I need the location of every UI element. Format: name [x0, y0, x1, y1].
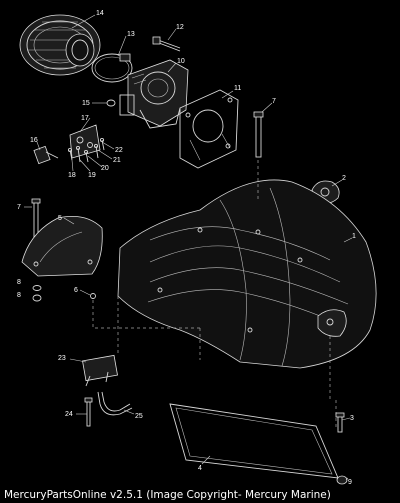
callout-13: 13 [127, 31, 135, 38]
callout-25: 25 [135, 413, 143, 420]
parts-exploded-diagram: 14 12 13 10 11 15 7 17 16 22 21 20 19 18… [17, 10, 377, 486]
callout-11: 11 [234, 85, 241, 92]
callout-5: 5 [58, 215, 62, 222]
nut [336, 475, 348, 485]
stud [335, 412, 345, 433]
callout-4: 4 [198, 465, 202, 472]
flame-arrestor [19, 14, 101, 76]
side-plate [21, 215, 103, 277]
plenum-gasket [169, 403, 339, 479]
callout-1: 1 [352, 233, 356, 240]
intake-plenum [117, 179, 377, 369]
callout-17: 17 [81, 115, 89, 122]
callout-19: 19 [88, 172, 96, 179]
small-screws [67, 137, 105, 163]
callout-21: 21 [113, 157, 121, 164]
callout-18: 18 [68, 172, 76, 179]
sensor-screw [84, 397, 93, 427]
sensor [33, 145, 59, 165]
plug [90, 293, 96, 299]
callout-10: 10 [177, 58, 185, 65]
throttle-gasket [179, 89, 239, 169]
callout-8-lower: 8 [17, 292, 21, 299]
callout-23: 23 [58, 355, 66, 362]
callout-15: 15 [82, 100, 90, 107]
callout-6: 6 [74, 287, 78, 294]
callout-8-upper: 8 [17, 279, 21, 286]
callout-20: 20 [101, 165, 109, 172]
callout-16: 16 [30, 137, 38, 144]
hose-clamp [91, 53, 133, 83]
alignment-lines [92, 160, 337, 430]
callout-7-left: 7 [17, 204, 21, 211]
callout-3: 3 [350, 415, 354, 422]
leader-lines [24, 14, 353, 481]
washer-upper [32, 285, 42, 291]
vacuum-hose [101, 391, 131, 412]
callout-12: 12 [176, 24, 184, 31]
callout-14: 14 [96, 10, 104, 17]
callout-7-upper: 7 [272, 98, 276, 105]
callout-2: 2 [342, 175, 346, 182]
bolt [253, 111, 264, 158]
callout-22: 22 [115, 147, 123, 154]
washer [106, 99, 116, 107]
throttle-body [119, 59, 189, 129]
copyright-caption: MercuryPartsOnline v2.5.1 (Image Copyrig… [4, 489, 331, 501]
screw [152, 36, 181, 52]
map-sensor [82, 354, 118, 387]
callout-9: 9 [348, 479, 352, 486]
callout-24: 24 [65, 411, 73, 418]
washer-lower [32, 294, 42, 302]
